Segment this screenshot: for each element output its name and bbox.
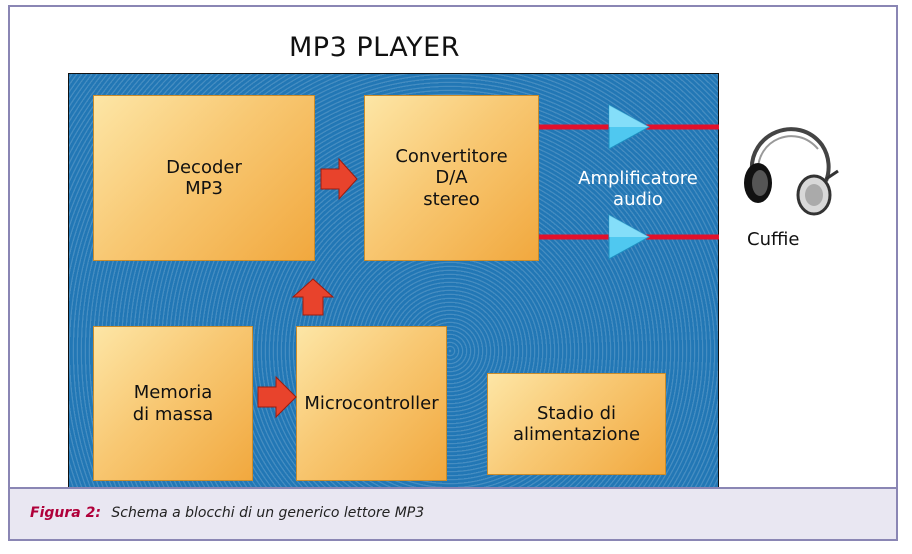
player-board: Decoder MP3 Convertitore D/A stereo Memo… [68, 73, 719, 489]
power-block: Stadio di alimentazione [487, 373, 666, 475]
amplifier-bottom [539, 214, 719, 260]
diagram-title: MP3 PLAYER [289, 32, 460, 63]
converter-block: Convertitore D/A stereo [364, 95, 539, 261]
caption-text: Schema a blocchi di un generico lettore … [111, 505, 425, 521]
amplifier-top [539, 104, 719, 150]
arrow-memory-to-micro [257, 375, 297, 419]
microcontroller-label: Microcontroller [304, 392, 439, 414]
decoder-block: Decoder MP3 [93, 95, 315, 261]
figure-frame: MP3 PLAYER Decoder MP3 Convertitore D/A … [8, 5, 898, 541]
power-label: Stadio di alimentazione [512, 402, 641, 445]
figure-number: Figura 2: [30, 505, 101, 521]
memory-label: Memoria di massa [132, 382, 214, 425]
amplifier-label: Amplificatore audio [578, 168, 698, 210]
headphones-label: Cuffie [747, 229, 800, 250]
figure-caption: Figura 2: Schema a blocchi di un generic… [10, 487, 896, 539]
arrow-micro-to-converter [291, 278, 335, 316]
converter-label: Convertitore D/A stereo [395, 146, 508, 210]
arrow-decoder-to-converter [320, 157, 358, 201]
microcontroller-block: Microcontroller [296, 326, 447, 481]
headphones-icon [744, 127, 839, 216]
memory-block: Memoria di massa [93, 326, 253, 481]
decoder-label: Decoder MP3 [166, 156, 242, 199]
